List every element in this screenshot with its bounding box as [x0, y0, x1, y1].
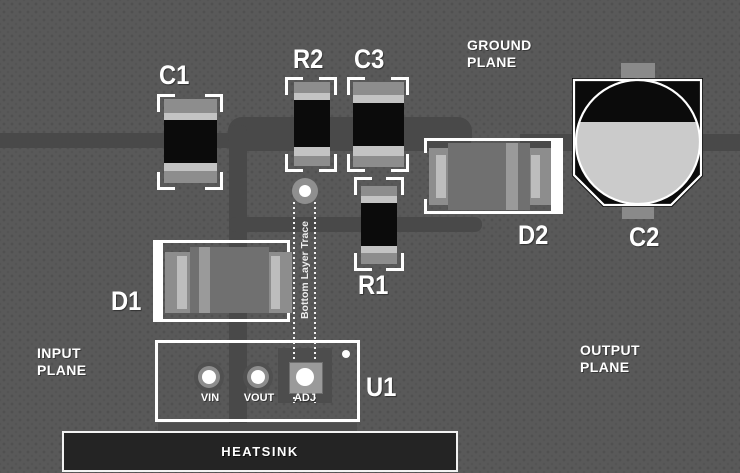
via-hole [299, 185, 311, 197]
c1-body [164, 99, 217, 183]
component-c1 [157, 94, 223, 190]
trace-c2-to-edge [699, 134, 740, 151]
silkscreen-corner [157, 172, 175, 190]
pad-vout [251, 370, 265, 384]
silkscreen-corner [354, 177, 372, 195]
bottom-trace-note: Bottom Layer Trace [299, 220, 311, 320]
pin-label-vout: VOUT [243, 392, 275, 404]
bottom-trace-dotted-left [293, 202, 295, 403]
d2-silkscreen-bottom [424, 211, 555, 214]
silkscreen-corner [391, 77, 409, 95]
label-u1: U1 [366, 372, 397, 402]
c2-can-outline [574, 78, 702, 206]
d1-cathode-band [199, 247, 210, 313]
d2-silkscreen-stub [424, 138, 427, 153]
label-d2: D2 [518, 220, 549, 250]
d2-silkscreen-bar [551, 138, 563, 214]
trace-top-bus [228, 117, 472, 151]
d2-cathode-band [506, 143, 518, 210]
d1-right-pad-strip [271, 256, 280, 309]
silkscreen-corner [354, 253, 372, 271]
d1-left-pad-strip [177, 256, 187, 309]
label-c3: C3 [354, 44, 385, 74]
trace-mid-horizontal [229, 217, 482, 232]
component-d1 [153, 240, 292, 322]
component-c3 [347, 77, 409, 172]
plane-label-input: INPUT PLANE [37, 345, 87, 378]
silkscreen-corner [285, 77, 303, 95]
component-d2 [424, 138, 563, 214]
u1-index-dot [342, 350, 350, 358]
d1-silkscreen-stub [287, 240, 290, 255]
c2-graphic [572, 78, 703, 207]
silkscreen-corner [205, 172, 223, 190]
d1-silkscreen-bottom [161, 319, 290, 322]
pad-adj [296, 368, 314, 386]
silkscreen-corner [347, 154, 365, 172]
c2-bottom-tab [622, 205, 654, 219]
silkscreen-corner [285, 154, 303, 172]
plane-label-ground: GROUND PLANE [467, 37, 532, 70]
u1-outline [155, 340, 360, 422]
heatsink-bar: HEATSINK [62, 431, 458, 472]
silkscreen-corner [347, 77, 365, 95]
silkscreen-corner [205, 94, 223, 112]
silkscreen-corner [157, 94, 175, 112]
label-r1: R1 [358, 270, 389, 300]
c3-body [353, 82, 404, 167]
d1-silkscreen-bar [153, 240, 163, 322]
silkscreen-corner [386, 177, 404, 195]
c2-body-outline [572, 78, 703, 207]
label-c2: C2 [629, 222, 660, 252]
component-r2 [285, 77, 337, 172]
component-c2 [572, 78, 703, 207]
plane-label-output: OUTPUT PLANE [580, 342, 640, 375]
u1-tab-strip [158, 423, 357, 431]
d1-silkscreen-top [161, 240, 290, 243]
c2-top-tab [621, 63, 655, 81]
d2-left-pad-strip [436, 155, 446, 198]
d2-right-pad-strip [531, 155, 540, 198]
component-r1 [354, 177, 404, 271]
r1-body [361, 186, 397, 264]
d2-silkscreen-top [424, 138, 555, 141]
heatsink-label: HEATSINK [221, 444, 299, 459]
d2-silkscreen-stub [424, 199, 427, 214]
r2-body [294, 82, 330, 166]
label-c1: C1 [159, 60, 190, 90]
bottom-trace-dotted-right [314, 202, 316, 403]
pin-label-vin: VIN [200, 392, 220, 404]
pad-vin [202, 370, 216, 384]
silkscreen-corner [391, 154, 409, 172]
label-d1: D1 [111, 286, 142, 316]
d1-silkscreen-stub [287, 307, 290, 322]
pin-label-adj: ADJ [293, 392, 317, 404]
silkscreen-corner [319, 154, 337, 172]
label-r2: R2 [293, 44, 324, 74]
silkscreen-corner [319, 77, 337, 95]
silkscreen-corner [386, 253, 404, 271]
